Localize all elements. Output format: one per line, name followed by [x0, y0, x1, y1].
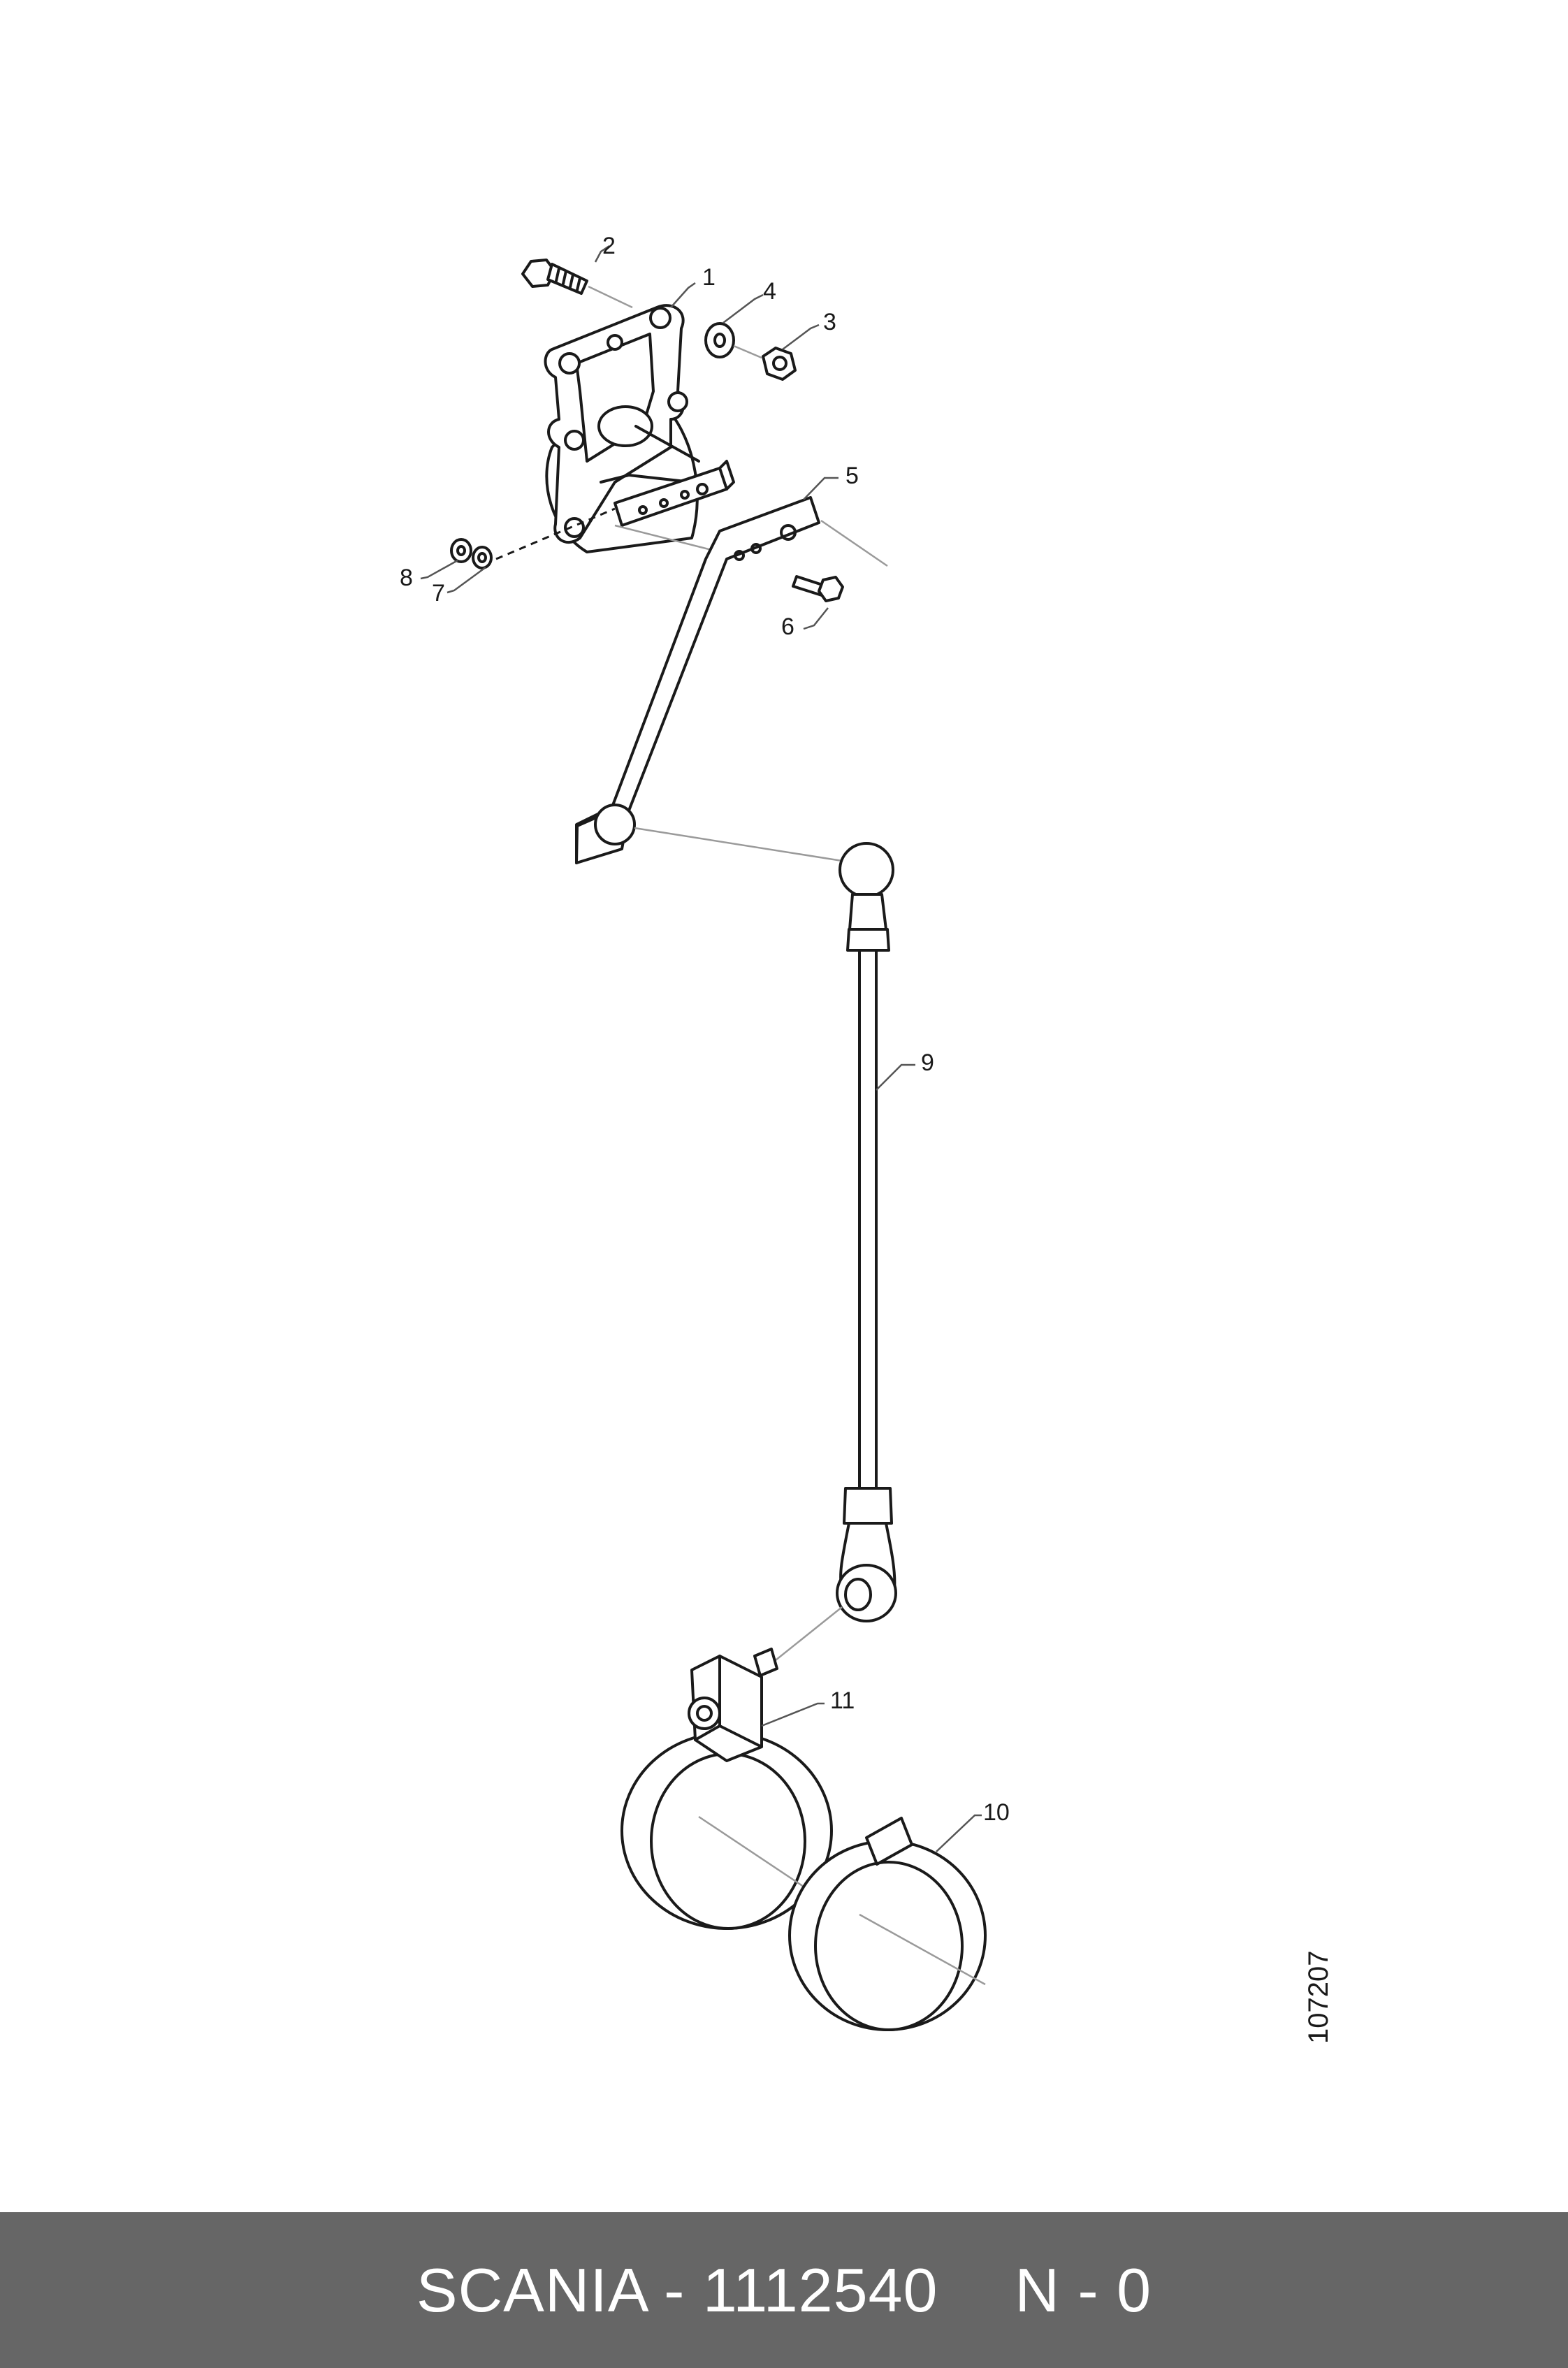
- part-2-bolt: [521, 259, 633, 309]
- part-4-washer: [704, 322, 735, 358]
- callout-9: 9: [921, 1049, 934, 1076]
- callout-4: 4: [763, 278, 776, 305]
- part-5-lever-arm: [575, 496, 888, 864]
- exploded-parts-diagram: 1 2 3 4 5 6 7 8 9 10 11 107207: [400, 233, 1334, 2044]
- footer-bar: SCANIA - 1112540 N - 0: [0, 2212, 1568, 2368]
- revision-label: N - 0: [1015, 2255, 1152, 2325]
- part-1-valve-housing: [544, 304, 735, 553]
- part-8-nut: [450, 538, 472, 563]
- callout-2: 2: [602, 233, 616, 259]
- callout-10: 10: [983, 1799, 1010, 1826]
- callout-3: 3: [823, 309, 836, 335]
- part-10-sleeve: [788, 1817, 987, 2031]
- part-6-bolt: [792, 575, 844, 602]
- callout-leaders: [420, 245, 982, 1852]
- part-11-clamp: [620, 1648, 833, 1930]
- callout-6: 6: [781, 613, 794, 640]
- part-number-label: SCANIA - 1112540: [416, 2255, 938, 2325]
- part-9-link-rod: [771, 842, 897, 1664]
- part-7-washer: [472, 546, 493, 569]
- drawing-reference-number: 107207: [1303, 1951, 1334, 2044]
- callout-11: 11: [830, 1687, 855, 1714]
- callout-5: 5: [845, 463, 859, 489]
- callout-1: 1: [702, 264, 716, 291]
- assembly-line-7-8: [495, 507, 616, 560]
- callout-8: 8: [400, 565, 413, 591]
- part-3-nut: [733, 344, 797, 381]
- callout-7: 7: [432, 580, 445, 606]
